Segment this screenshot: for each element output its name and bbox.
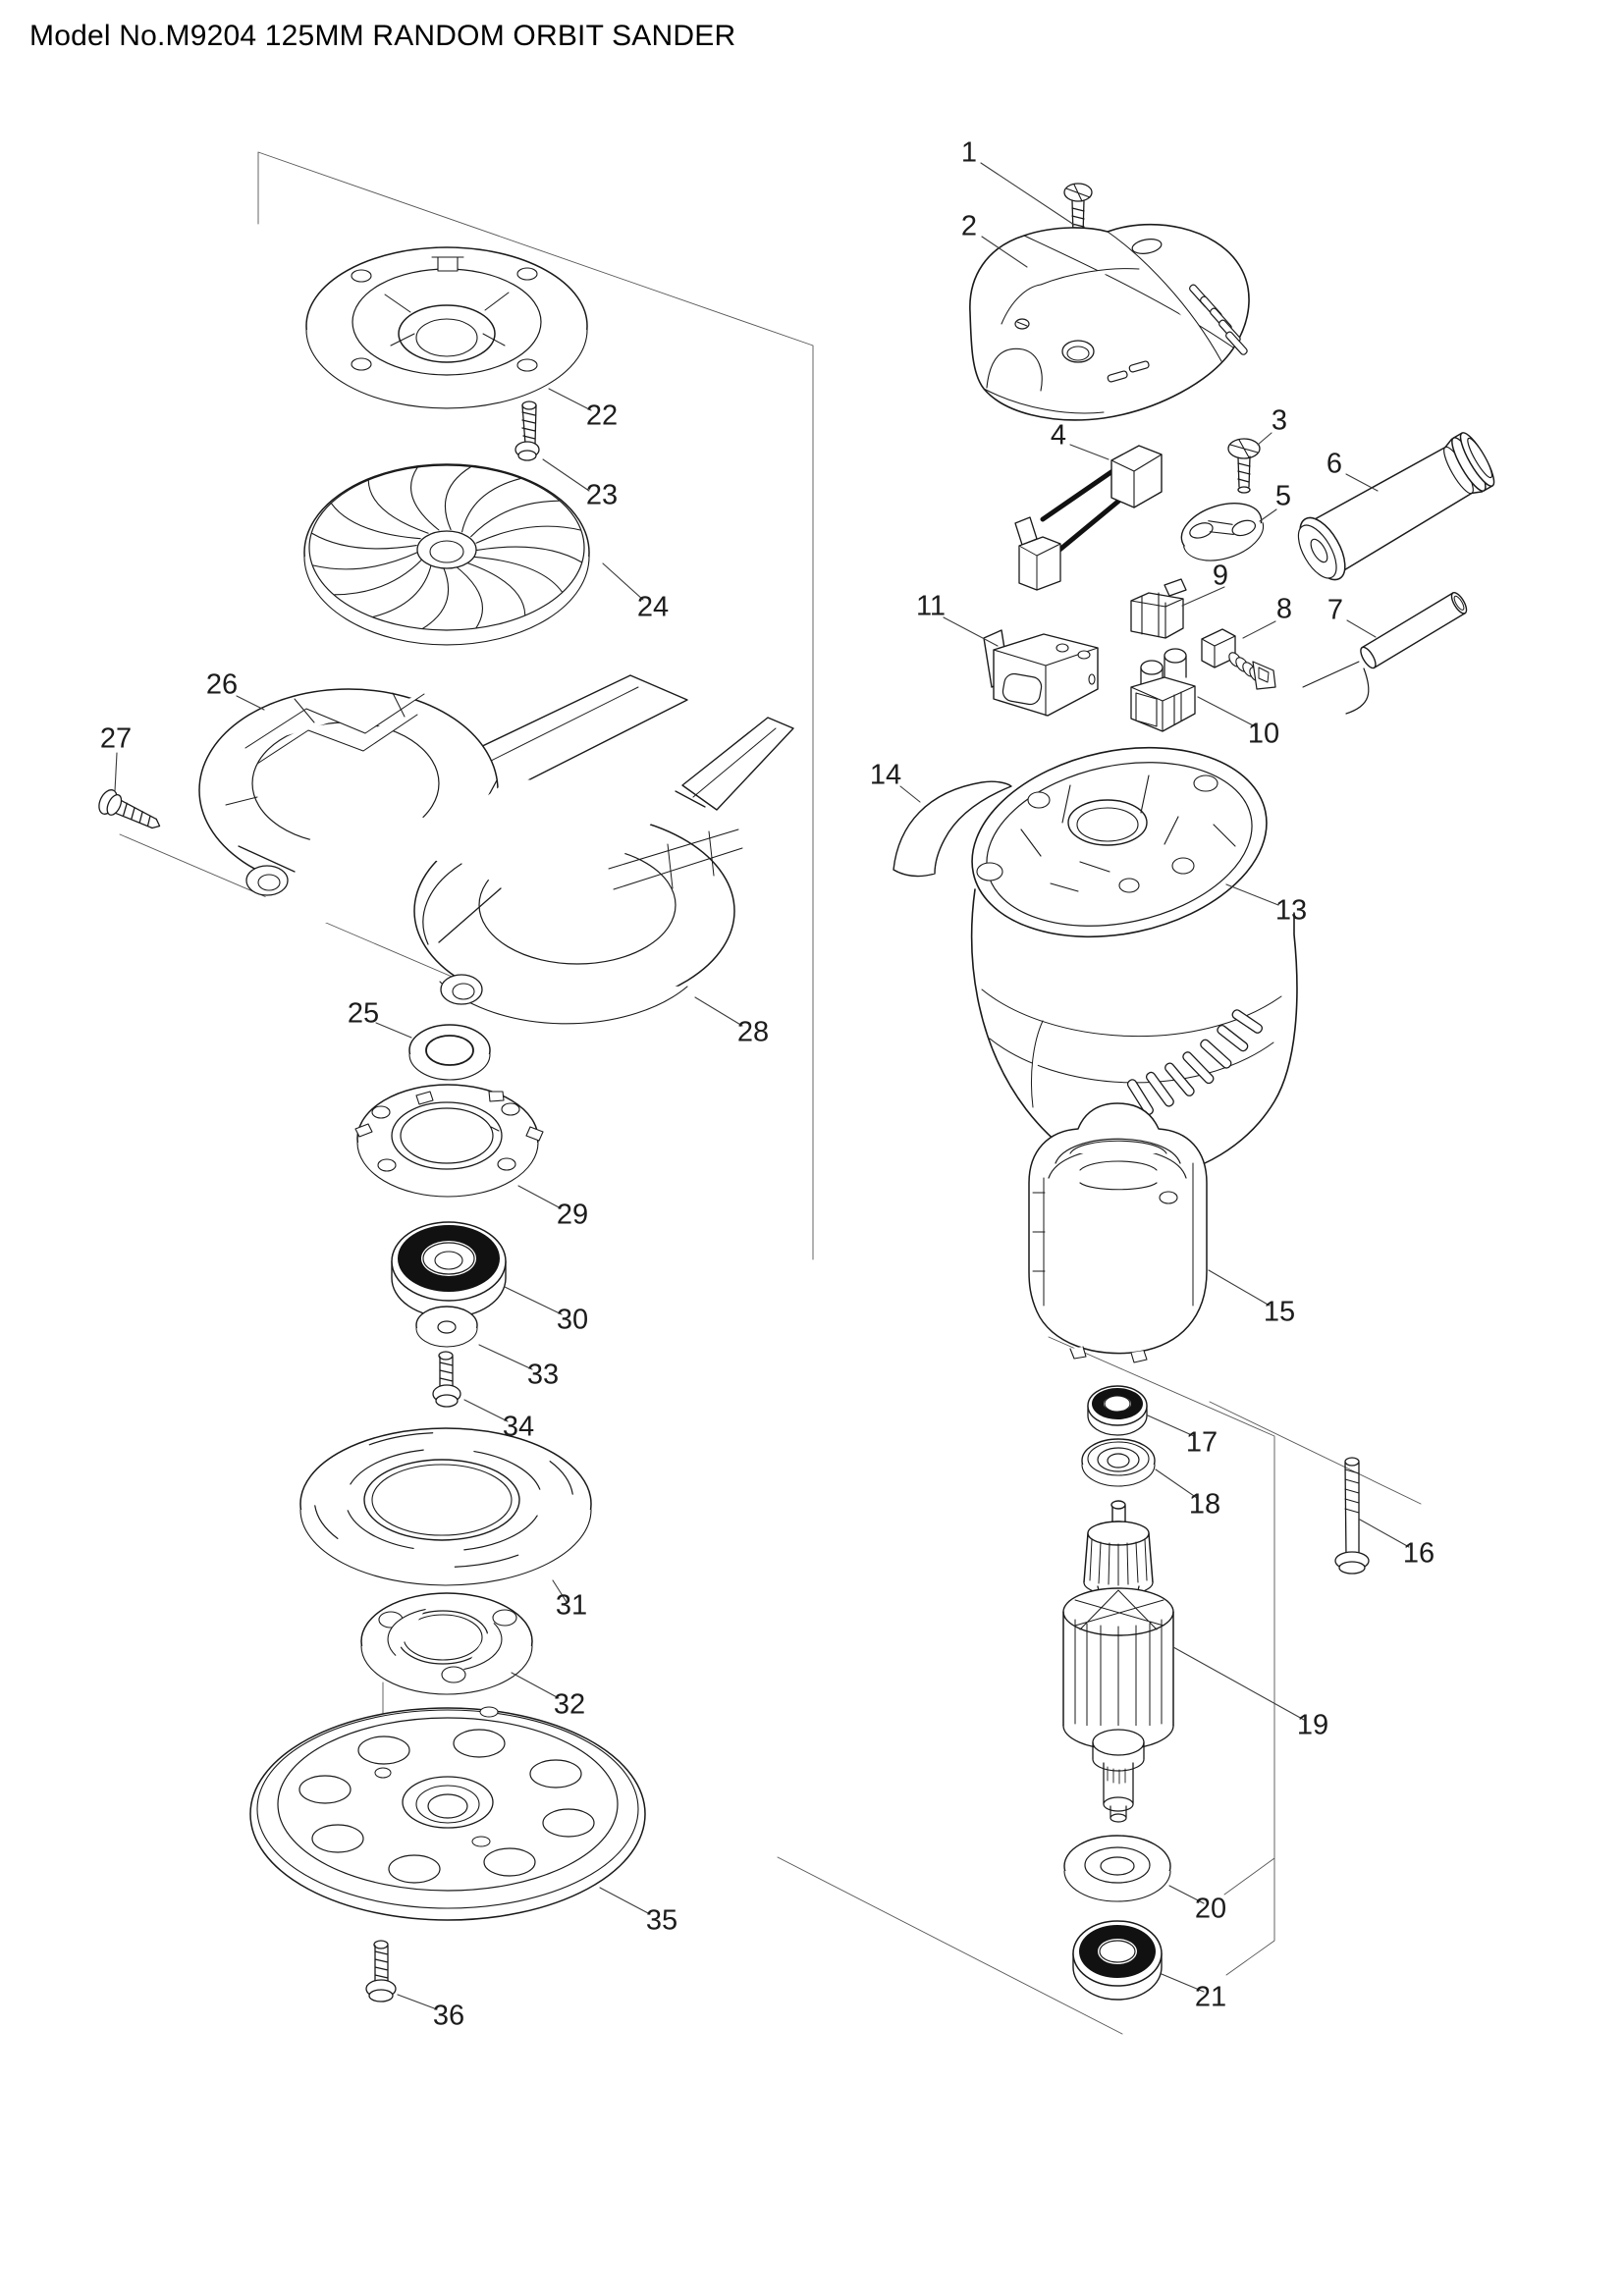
part-13-housing — [970, 746, 1298, 1179]
part-label-11: 11 — [915, 590, 947, 622]
part-label-23: 23 — [585, 479, 619, 511]
part-label-10: 10 — [1247, 718, 1280, 750]
part-8-carbon-brush — [1201, 628, 1276, 690]
part-7-cord — [1302, 592, 1468, 715]
part-label-25: 25 — [347, 997, 380, 1030]
part-6-grip — [1297, 432, 1495, 581]
part-label-35: 35 — [645, 1904, 678, 1937]
page-title: Model No.M9204 125MM RANDOM ORBIT SANDER — [29, 20, 736, 52]
part-10-terminal-block — [1130, 648, 1196, 732]
part-31-orbit-plate — [299, 1427, 592, 1586]
part-34-screw — [432, 1351, 461, 1408]
part-label-30: 30 — [556, 1304, 589, 1336]
small-terminal-component — [1014, 516, 1061, 591]
part-9-brush-holder — [1130, 578, 1187, 639]
part-20-flat-washer — [1063, 1835, 1171, 1902]
part-label-14: 14 — [869, 759, 902, 791]
part-label-2: 2 — [960, 210, 978, 242]
part-27-screw — [98, 789, 161, 829]
part-28-shroud-lower — [412, 717, 794, 1025]
part-14-label — [893, 780, 1012, 878]
part-3-screw — [1227, 438, 1261, 494]
leader-lines — [114, 162, 1410, 2010]
part-5-cord-clamp — [1180, 503, 1265, 561]
part-2-top-cover — [969, 223, 1250, 421]
part-label-7: 7 — [1326, 594, 1344, 626]
construction-lines — [119, 151, 1422, 2035]
part-label-34: 34 — [502, 1411, 535, 1443]
part-label-15: 15 — [1263, 1296, 1296, 1328]
part-label-4: 4 — [1050, 419, 1067, 452]
part-label-5: 5 — [1274, 480, 1292, 512]
part-label-36: 36 — [432, 2000, 465, 2032]
part-label-8: 8 — [1275, 593, 1293, 625]
part-33-washer — [415, 1306, 478, 1348]
part-label-21: 21 — [1194, 1981, 1227, 2013]
part-30-ball-bearing — [391, 1221, 507, 1318]
part-label-6: 6 — [1326, 448, 1343, 480]
part-label-20: 20 — [1194, 1893, 1227, 1925]
part-26-shroud-upper — [198, 674, 688, 923]
part-label-33: 33 — [526, 1359, 560, 1391]
part-label-9: 9 — [1212, 560, 1229, 592]
part-label-26: 26 — [205, 668, 239, 701]
part-label-19: 19 — [1296, 1709, 1329, 1741]
part-11-switch — [983, 629, 1099, 717]
part-label-28: 28 — [736, 1016, 770, 1048]
part-18-insulation-washer — [1081, 1438, 1156, 1487]
part-32-flange — [360, 1592, 533, 1695]
part-19-armature — [1062, 1500, 1174, 1823]
part-label-18: 18 — [1188, 1488, 1221, 1521]
part-22-baffle-plate — [305, 246, 588, 409]
part-label-31: 31 — [555, 1589, 588, 1622]
part-label-32: 32 — [553, 1688, 586, 1721]
part-35-sanding-pad — [249, 1706, 646, 1921]
part-29-bearing-retainer — [354, 1084, 544, 1198]
part-label-1: 1 — [960, 136, 978, 169]
part-label-16: 16 — [1402, 1537, 1435, 1570]
part-23-screw — [514, 400, 540, 461]
part-label-17: 17 — [1185, 1426, 1218, 1459]
part-16-screw — [1334, 1457, 1370, 1575]
part-21-ball-bearing — [1072, 1920, 1163, 2001]
part-label-29: 29 — [556, 1199, 589, 1231]
part-17-ball-bearing — [1087, 1385, 1148, 1436]
part-24-fan — [303, 463, 590, 646]
part-25-ring — [408, 1024, 491, 1081]
part-label-22: 22 — [585, 400, 619, 432]
part-15-stator — [1028, 1102, 1208, 1363]
part-label-24: 24 — [636, 591, 670, 623]
part-36-screw — [365, 1940, 397, 2002]
part-label-27: 27 — [99, 722, 133, 755]
part-label-13: 13 — [1274, 894, 1308, 927]
part-label-3: 3 — [1271, 404, 1288, 437]
